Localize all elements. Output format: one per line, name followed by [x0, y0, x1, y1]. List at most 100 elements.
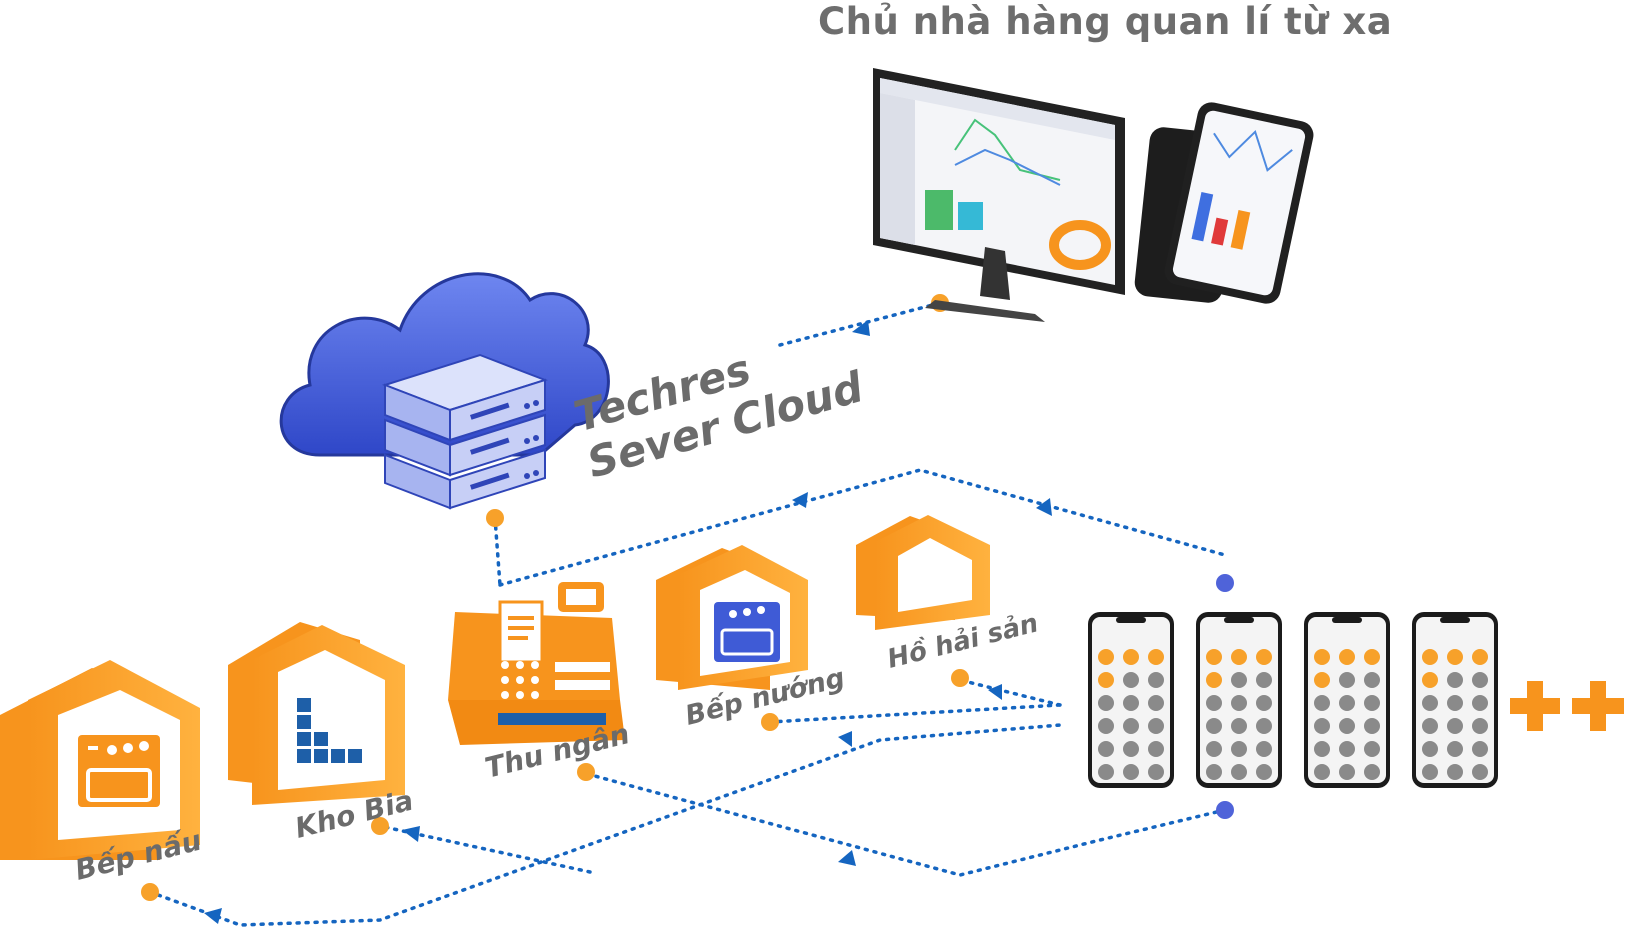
table-status-dot [1422, 695, 1438, 711]
table-status-dot [1447, 718, 1463, 734]
table-status-dot [1314, 764, 1330, 780]
dot-phones-top [1216, 574, 1234, 592]
order-phone-icon [1304, 612, 1390, 788]
table-status-dot [1098, 718, 1114, 734]
table-status-dot [1148, 764, 1164, 780]
table-status-dot [1148, 741, 1164, 757]
smartphone-icon [1134, 102, 1314, 304]
server-stack-icon [381, 353, 549, 510]
table-status-dot [1206, 672, 1222, 688]
table-status-dot [1098, 764, 1114, 780]
table-status-dot [1256, 718, 1272, 734]
table-status-dot [1364, 695, 1380, 711]
dot-phones-bottom [1216, 801, 1234, 819]
link-cloud-down [493, 516, 502, 587]
dot-kho-bia [371, 817, 389, 835]
table-status-dot [1206, 764, 1222, 780]
table-status-dot [1098, 672, 1114, 688]
table-status-dot [1447, 741, 1463, 757]
table-status-dot [1231, 695, 1247, 711]
table-status-dot [1472, 649, 1488, 665]
table-status-dot [1231, 764, 1247, 780]
table-status-dot [1422, 741, 1438, 757]
table-status-dot [1098, 649, 1114, 665]
table-status-dot [1231, 649, 1247, 665]
table-status-dot [1472, 741, 1488, 757]
table-status-dot [1364, 672, 1380, 688]
dot-bep-nau [141, 883, 159, 901]
table-status-dot [1364, 741, 1380, 757]
table-status-dot [1256, 649, 1272, 665]
table-status-dot [1123, 764, 1139, 780]
table-status-dot [1098, 741, 1114, 757]
order-phones [1088, 612, 1498, 788]
table-status-dot [1422, 672, 1438, 688]
table-status-dot [1256, 695, 1272, 711]
station-bep-nau-icon [0, 660, 200, 860]
table-status-dot [1314, 718, 1330, 734]
table-status-dot [1314, 741, 1330, 757]
table-status-dot [1339, 649, 1355, 665]
table-status-dot [1314, 672, 1330, 688]
table-status-dot [1422, 764, 1438, 780]
connector-dots [141, 294, 1234, 901]
arrow-icon [1036, 498, 1052, 516]
desktop-monitor-icon [873, 68, 1125, 322]
order-phone-icon [1196, 612, 1282, 788]
table-status-dot [1447, 672, 1463, 688]
table-status-dot [1339, 718, 1355, 734]
table-status-dot [1206, 718, 1222, 734]
page-title: Chủ nhà hàng quan lí từ xa [818, 0, 1393, 43]
arrow-icon [838, 731, 852, 747]
table-status-dot [1123, 718, 1139, 734]
table-status-dot [1206, 741, 1222, 757]
link-phone-to-haisan [958, 678, 1062, 707]
order-phone-icon [1088, 612, 1174, 788]
table-status-dot [1206, 695, 1222, 711]
table-status-dot [1339, 764, 1355, 780]
table-status-dot [1206, 649, 1222, 665]
table-status-dot [1148, 649, 1164, 665]
dot-cloud [486, 509, 504, 527]
link-bepnuong-line [768, 703, 1062, 724]
table-status-dot [1148, 718, 1164, 734]
table-status-dot [1123, 741, 1139, 757]
dot-thu-ngan [577, 763, 595, 781]
station-kho-bia-icon [228, 622, 405, 805]
table-status-dot [1447, 764, 1463, 780]
table-status-dot [1256, 672, 1272, 688]
cloud-server-icon [279, 272, 610, 510]
table-status-dot [1123, 672, 1139, 688]
station-thu-ngan-icon [448, 582, 625, 745]
table-status-dot [1447, 695, 1463, 711]
table-status-dot [1314, 649, 1330, 665]
table-status-dot [1472, 695, 1488, 711]
table-status-dot [1231, 718, 1247, 734]
arrow-icon [402, 826, 420, 842]
arrow-icon [204, 908, 222, 924]
table-status-dot [1098, 695, 1114, 711]
dot-bep-nuong [761, 713, 779, 731]
table-status-dot [1339, 741, 1355, 757]
table-status-dot [1364, 764, 1380, 780]
table-status-dot [1422, 649, 1438, 665]
table-status-dot [1148, 672, 1164, 688]
table-status-dot [1339, 695, 1355, 711]
arrow-icon [792, 492, 808, 508]
station-ho-hai-san-icon [856, 515, 990, 630]
table-status-dot [1422, 718, 1438, 734]
table-status-dot [1314, 695, 1330, 711]
table-status-dot [1364, 649, 1380, 665]
table-status-dot [1256, 764, 1272, 780]
link-phone-to-bottom [578, 770, 1227, 877]
table-status-dot [1472, 718, 1488, 734]
table-status-dot [1339, 672, 1355, 688]
more-devices-plus-icon [1510, 681, 1624, 731]
table-status-dot [1447, 649, 1463, 665]
link-top-loop [498, 468, 1227, 587]
connector-arrows [204, 320, 1052, 924]
station-bep-nuong-icon [656, 545, 808, 690]
table-status-dot [1148, 695, 1164, 711]
